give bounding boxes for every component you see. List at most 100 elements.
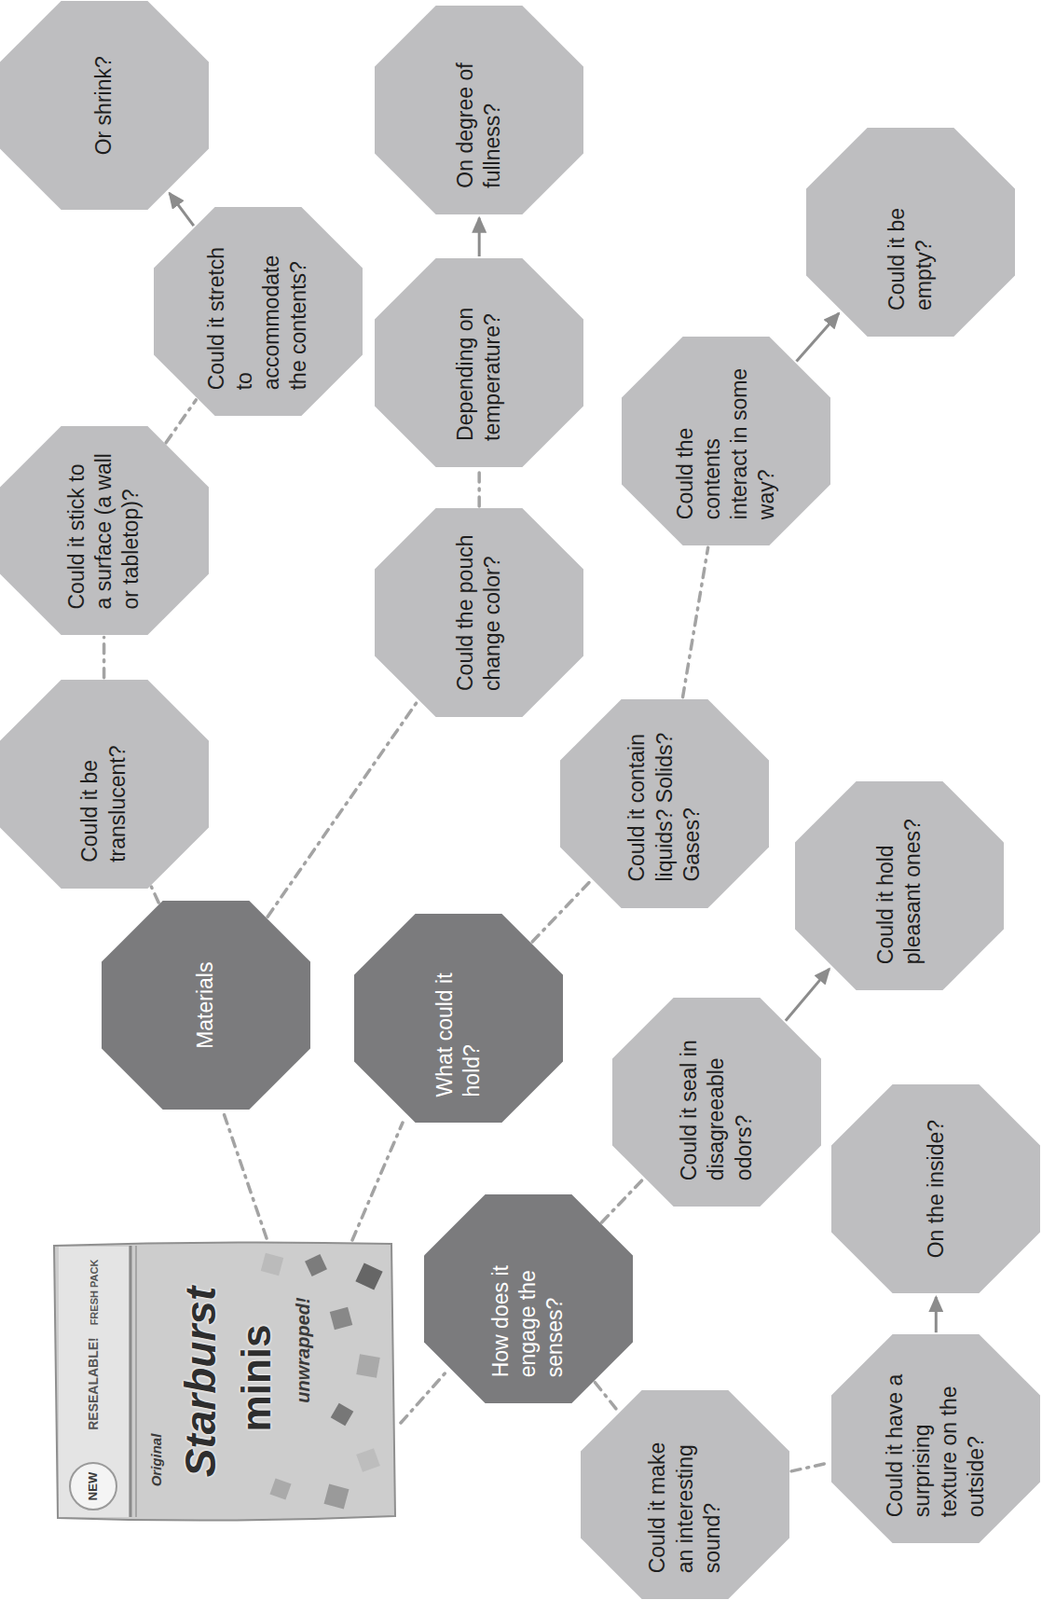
- node-text: Could it make an interesting sound?: [644, 1415, 727, 1573]
- octagon-content: Could it stretch to accommodate the cont…: [153, 206, 363, 416]
- zip-band: [58, 1246, 129, 1517]
- package-text: Starburst: [177, 1286, 225, 1477]
- question-octagon: Could it stretch to accommodate the cont…: [153, 206, 363, 416]
- text-block: On the inside?: [922, 1119, 950, 1258]
- dashed-connector: [791, 1462, 830, 1471]
- dashed-connector: [102, 636, 107, 677]
- text-block: How does it engage the senses?: [487, 1220, 570, 1377]
- leader-line: [352, 1122, 403, 1240]
- leader-line: [400, 1370, 448, 1423]
- octagon-outline: [0, 0, 209, 210]
- octagon-outline: [580, 1389, 790, 1599]
- question-octagon: Depending on temperature?: [374, 258, 584, 467]
- candy-piece: [356, 1447, 381, 1472]
- candy-piece: [304, 1253, 328, 1276]
- octagon-shape: [374, 258, 584, 467]
- octagon-outline: [153, 206, 363, 416]
- octagon-outline: [806, 127, 1015, 337]
- octagon-outline: [831, 1333, 1041, 1543]
- octagon-outline: [612, 997, 822, 1207]
- dashed-connector: [602, 1178, 645, 1222]
- text-block: Could the contents interact in some way?: [671, 362, 782, 520]
- question-octagon: Could it be translucent?: [0, 679, 209, 889]
- node-text: Materials: [191, 961, 220, 1049]
- text-block: Could it contain liquids? Solids? Gases?: [623, 725, 706, 882]
- node-text: Depending on temperature?: [452, 284, 507, 441]
- octagon-content: Could it contain liquids? Solids? Gases?: [560, 699, 769, 908]
- text-block: Could it stretch to accommodate the cont…: [203, 233, 313, 390]
- text-block: Could it seal in disagreeable odors?: [675, 1023, 758, 1180]
- node-text: Or shrink?: [90, 55, 118, 155]
- package-text: NEW: [86, 1471, 100, 1500]
- octagon-content: Could it have a surprising texture on th…: [831, 1333, 1041, 1543]
- arrow-connector: [785, 968, 830, 1021]
- octagon-outline: [0, 679, 209, 889]
- text-block: What could it hold?: [431, 939, 486, 1097]
- text-block: Could it be empty?: [883, 153, 938, 311]
- node-text: How does it engage the senses?: [487, 1220, 570, 1377]
- node-text: Could it stretch to accommodate the cont…: [203, 233, 313, 390]
- text-block: Or shrink?: [90, 55, 118, 155]
- arrow-connector: [169, 192, 194, 226]
- arrow-connector: [796, 313, 839, 362]
- question-octagon: Could it contain liquids? Solids? Gases?: [560, 699, 769, 908]
- node-text: Could it be translucent?: [76, 705, 131, 863]
- octagon-shape: [374, 507, 584, 717]
- text-block: Could the pouch change color?: [452, 534, 507, 691]
- arrow-connector: [934, 1296, 938, 1332]
- octagon-content: Could the contents interact in some way?: [621, 336, 831, 546]
- octagon-shape: [354, 913, 563, 1123]
- octagon-content: Could it be empty?: [806, 127, 1015, 337]
- node-text: What could it hold?: [431, 939, 486, 1097]
- package-text: unwrapped!: [292, 1296, 314, 1402]
- candy-piece: [329, 1306, 353, 1330]
- dashed-connector: [267, 700, 418, 917]
- node-text: Could the contents interact in some way?: [671, 362, 782, 520]
- text-block: Materials: [191, 961, 220, 1049]
- dashed-connector: [477, 468, 481, 507]
- package-text: FRESH PACK: [88, 1259, 100, 1326]
- octagon-shape: [374, 5, 584, 215]
- dashed-connector: [165, 399, 196, 443]
- question-octagon: On the inside?: [831, 1083, 1041, 1293]
- question-octagon: Could it make an interesting sound?: [580, 1389, 790, 1599]
- text-block: On degree of fullness?: [452, 31, 507, 189]
- text-block: Could it be translucent?: [76, 705, 131, 863]
- question-octagon: Could the contents interact in some way?: [621, 336, 831, 546]
- octagon-outline: [101, 900, 311, 1110]
- badge-circle: [69, 1462, 117, 1509]
- octagon-shape: [806, 127, 1015, 337]
- octagon-outline: [831, 1083, 1041, 1293]
- node-text: Could it seal in disagreeable odors?: [675, 1023, 758, 1180]
- question-octagon: Could it seal in disagreeable odors?: [612, 997, 822, 1207]
- candy-piece: [355, 1261, 383, 1289]
- dashed-connector: [683, 547, 709, 697]
- question-octagon: Could it be empty?: [806, 127, 1015, 337]
- candy-piece: [260, 1252, 284, 1276]
- octagon-content: Could it stick to a surface (a wall or t…: [0, 426, 209, 636]
- text-block: Could it stick to a surface (a wall or t…: [63, 452, 146, 610]
- text-block: Could it hold pleasant ones?: [872, 807, 927, 964]
- octagon-outline: [374, 507, 584, 717]
- text-block: Depending on temperature?: [452, 284, 507, 441]
- octagon-content: Could it seal in disagreeable odors?: [612, 997, 822, 1207]
- arrow-connector: [478, 218, 481, 257]
- dashed-connector: [532, 879, 591, 942]
- octagon-content: Could it be translucent?: [0, 679, 209, 889]
- octagon-outline: [374, 5, 584, 215]
- octagon-outline: [795, 781, 1004, 990]
- octagon-shape: [621, 336, 831, 546]
- zip-line: [129, 1245, 133, 1517]
- topic-octagon: How does it engage the senses?: [424, 1193, 633, 1403]
- leader-line: [223, 1112, 267, 1238]
- node-text: Could it stick to a surface (a wall or t…: [63, 452, 146, 610]
- package-text: Original: [149, 1433, 165, 1487]
- octagon-outline: [560, 699, 769, 908]
- octagon-content: What could it hold?: [354, 913, 563, 1123]
- text-block: Could it make an interesting sound?: [644, 1415, 727, 1573]
- candy-piece: [356, 1353, 380, 1377]
- octagon-outline: [424, 1193, 633, 1403]
- candy-piece: [330, 1402, 355, 1426]
- octagon-content: Could it hold pleasant ones?: [795, 781, 1004, 990]
